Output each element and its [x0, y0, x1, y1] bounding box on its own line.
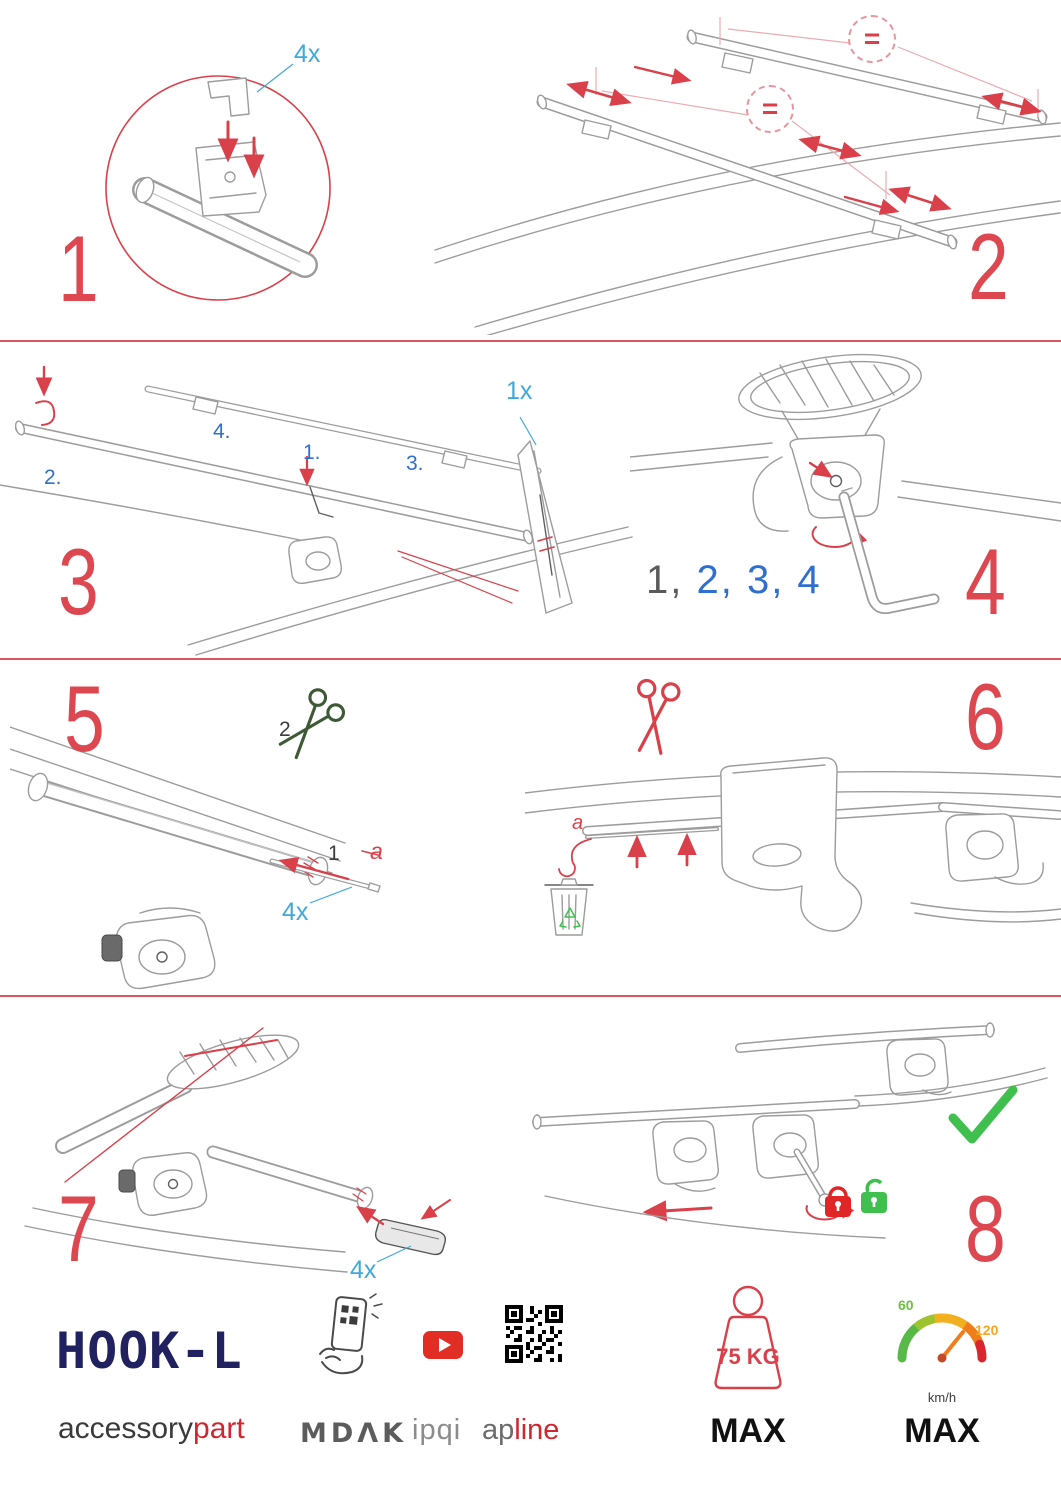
step-3-substep-2: 2. — [44, 466, 62, 489]
equal-icon: = — [848, 15, 896, 63]
step-4-number: 4 — [965, 529, 1006, 634]
scissors-icon — [637, 678, 681, 755]
weight-value: 75 KG — [716, 1344, 780, 1369]
arrow-icon — [278, 857, 350, 881]
step-6-illustration — [525, 678, 1061, 936]
step-2-illustration — [434, 17, 1061, 335]
brand-gray-part: accessory — [58, 1412, 194, 1445]
brand-red-part: part — [193, 1412, 245, 1445]
speedometer-icon — [897, 1313, 987, 1363]
arrow-icon — [633, 65, 692, 85]
step-1-number: 1 — [58, 216, 99, 321]
step-1-quantity-label: 4x — [294, 40, 321, 68]
step-8-number: 8 — [965, 1176, 1006, 1281]
phone-qr-icon — [319, 1293, 383, 1375]
arrow-icon — [420, 1199, 451, 1220]
speed-high-label: 120 — [975, 1322, 999, 1338]
arrow-icon — [642, 1200, 713, 1222]
step-5-a-label: a — [370, 838, 383, 864]
step-3-illustration — [0, 365, 633, 656]
trash-icon — [544, 878, 594, 936]
logo-apline: apline — [482, 1414, 559, 1447]
gauge-needle — [940, 1330, 965, 1360]
lock-open-icon — [861, 1178, 887, 1213]
qr-finder-icon — [505, 1345, 523, 1363]
step-5-number: 5 — [64, 666, 105, 771]
qr-code — [505, 1305, 563, 1363]
section-divider — [0, 658, 1061, 660]
arrow-icon — [843, 195, 900, 215]
qr-finder-icon — [545, 1305, 563, 1323]
step-7-quantity-label: 4x — [350, 1256, 377, 1284]
weight-icon — [714, 1285, 782, 1390]
scissors-icon — [278, 688, 346, 760]
check-icon — [948, 1085, 1018, 1144]
brand-name: accessorypart — [58, 1412, 245, 1446]
step-1-illustration — [105, 63, 331, 301]
step-5-strip-label: 1 — [328, 842, 340, 865]
speed-low-label: 60 — [898, 1297, 914, 1313]
speed-unit-label: km/h — [927, 1390, 957, 1405]
step-3-substep-1: 1. — [303, 441, 321, 464]
play-triangle-icon — [438, 1338, 451, 1352]
step-3-quantity-label: 1x — [506, 377, 533, 405]
step-6-number: 6 — [965, 664, 1006, 769]
arrow-icon — [798, 135, 862, 160]
product-name: HOOK-L — [56, 1322, 243, 1380]
step-7-illustration — [24, 1027, 451, 1273]
weight-max-label: MAX — [710, 1412, 786, 1450]
apline-red-part: line — [514, 1414, 560, 1446]
step-7-number: 7 — [58, 1176, 99, 1281]
step-4-illustration — [630, 353, 1061, 614]
apline-gray-part: ap — [482, 1414, 515, 1446]
section-divider — [0, 995, 1061, 997]
step-5-illustration — [10, 688, 381, 990]
youtube-icon — [423, 1331, 463, 1359]
arrow-icon — [566, 81, 632, 106]
step-8-illustration — [532, 1022, 1048, 1239]
step-3-substep-4: 4. — [213, 420, 231, 443]
lock-closed-icon — [825, 1186, 851, 1217]
arrow-icon — [808, 460, 834, 478]
arrow-icon — [888, 186, 952, 212]
step-5-quantity-label: 4x — [282, 898, 309, 926]
speed-max-label: MAX — [904, 1412, 980, 1450]
qr-finder-icon — [505, 1305, 523, 1323]
equal-icon: = — [746, 85, 794, 133]
step-3-number: 3 — [58, 529, 99, 634]
step-5-scissors-label: 2 — [279, 718, 291, 741]
qr-modules — [506, 1306, 562, 1362]
sequence-gray-part: 1, — [646, 558, 684, 602]
step-4-sequence-label: 1, 2, 3, 4 — [646, 558, 822, 603]
magnifier-circle-icon — [105, 75, 331, 301]
recycle-icon — [564, 907, 576, 918]
arrow-icon — [981, 92, 1042, 116]
logo-mdak: MDΛK — [300, 1418, 408, 1449]
logo-ipqi: ipqi — [412, 1414, 462, 1446]
step-3-substep-3: 3. — [406, 452, 424, 475]
arrow-icon — [356, 1206, 385, 1226]
sequence-blue-part: 2, 3, 4 — [696, 558, 822, 602]
step-2-number: 2 — [968, 214, 1009, 319]
section-divider — [0, 340, 1061, 342]
step-6-a-label: a — [572, 812, 584, 834]
